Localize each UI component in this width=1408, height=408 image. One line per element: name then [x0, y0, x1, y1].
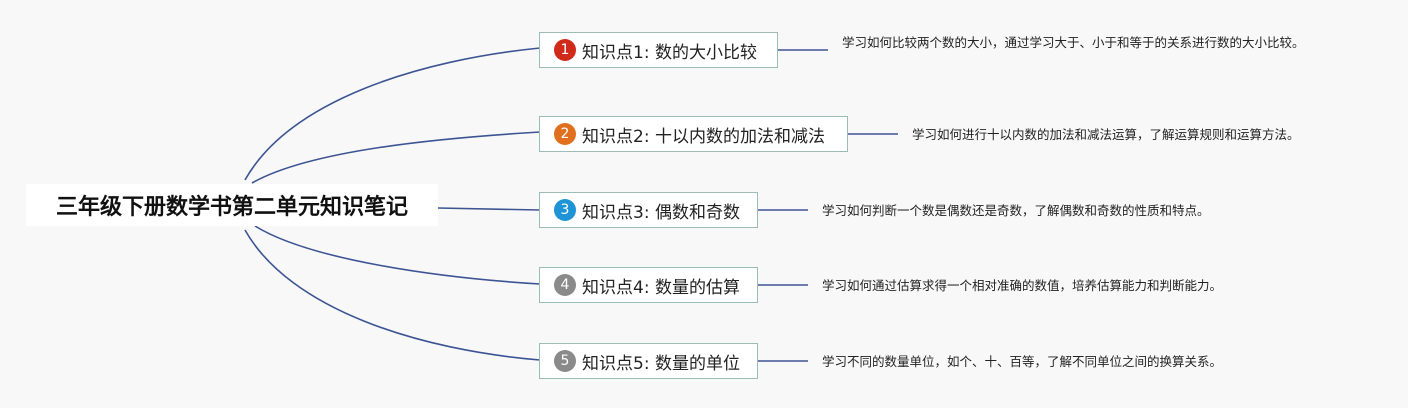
connector-root-5: [244, 229, 541, 361]
topic-1-node[interactable]: 1 知识点1: 数的大小比较: [539, 32, 778, 68]
connector-root-3: [437, 207, 541, 211]
topic-3-label: 知识点3: 偶数和奇数: [582, 202, 740, 223]
topic-4-node[interactable]: 4 知识点4: 数量的估算: [539, 267, 758, 303]
topic-2-node[interactable]: 2 知识点2: 十以内数的加法和减法: [539, 116, 848, 152]
topic-3-description: 学习如何判断一个数是偶数还是奇数，了解偶数和奇数的性质和特点。: [822, 203, 1210, 218]
connector-root-2: [251, 131, 541, 184]
topic-1-description: 学习如何比较两个数的大小，通过学习大于、小于和等于的关系进行数的大小比较。: [842, 35, 1305, 50]
topic-3-number-badge: 3: [554, 199, 576, 221]
topic-1-number-badge: 1: [554, 39, 576, 61]
connector-root-4: [254, 225, 541, 285]
topic-4-number-badge: 4: [554, 274, 576, 296]
connector-root-1: [244, 47, 541, 181]
topic-5-label: 知识点5: 数量的单位: [582, 353, 740, 374]
topic-5-number-badge: 5: [554, 350, 576, 372]
root-topic[interactable]: 三年级下册数学书第二单元知识笔记: [26, 184, 438, 226]
topic-2-label: 知识点2: 十以内数的加法和减法: [582, 126, 825, 147]
topic-5-node[interactable]: 5 知识点5: 数量的单位: [539, 343, 758, 379]
topic-4-description: 学习如何通过估算求得一个相对准确的数值，培养估算能力和判断能力。: [822, 278, 1223, 293]
topic-2-description: 学习如何进行十以内数的加法和减法运算，了解运算规则和运算方法。: [912, 127, 1300, 142]
topic-3-node[interactable]: 3 知识点3: 偶数和奇数: [539, 192, 758, 228]
topic-1-label: 知识点1: 数的大小比较: [582, 42, 757, 63]
topic-2-number-badge: 2: [554, 123, 576, 145]
topic-5-description: 学习不同的数量单位，如个、十、百等，了解不同单位之间的换算关系。: [822, 354, 1223, 369]
topic-4-label: 知识点4: 数量的估算: [582, 277, 740, 298]
root-topic-title: 三年级下册数学书第二单元知识笔记: [55, 195, 408, 220]
